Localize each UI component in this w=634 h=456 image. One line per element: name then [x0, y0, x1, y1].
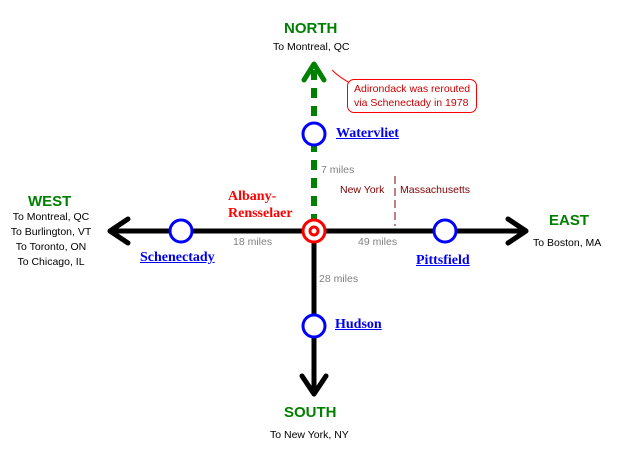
state-label-new-york: New York — [340, 184, 385, 196]
hub-label-line2: Rensselaer — [228, 206, 293, 221]
east-destination: To Boston, MA — [533, 237, 602, 249]
east-label: EAST — [549, 212, 590, 229]
distance-north: 7 miles — [321, 164, 355, 176]
north-arrow-icon — [301, 61, 327, 83]
hub-label-line1: Albany- — [228, 189, 277, 204]
station-marker-watervliet[interactable] — [301, 121, 327, 147]
station-marker-schenectady[interactable] — [168, 218, 194, 244]
west-arrow-icon — [107, 216, 131, 246]
west-destination: To Burlington, VT — [10, 226, 92, 238]
north-label: NORTH — [284, 20, 338, 37]
south-destination: To New York, NY — [270, 429, 349, 441]
west-destinations: To Montreal, QC To Burlington, VT To Tor… — [8, 210, 94, 270]
hub-marker-inner — [308, 225, 320, 237]
station-link-pittsfield[interactable]: Pittsfield — [416, 253, 470, 268]
state-label-massachusetts: Massachusetts — [400, 184, 471, 196]
distance-west: 18 miles — [233, 236, 273, 248]
west-destination: To Chicago, IL — [17, 256, 85, 268]
south-arrow-icon — [299, 373, 329, 397]
south-label: SOUTH — [284, 404, 337, 421]
reroute-note-line1: Adirondack was rerouted — [354, 83, 471, 95]
station-link-watervliet[interactable]: Watervliet — [336, 126, 399, 141]
west-destination: To Toronto, ON — [15, 241, 87, 253]
reroute-note: Adirondack was rerouted via Schenectady … — [347, 79, 478, 113]
station-link-hudson[interactable]: Hudson — [335, 317, 382, 332]
distance-south: 28 miles — [319, 273, 359, 285]
west-label: WEST — [28, 193, 72, 210]
east-arrow-icon — [505, 216, 529, 246]
station-link-schenectady[interactable]: Schenectady — [140, 250, 215, 265]
station-marker-hudson[interactable] — [301, 313, 327, 339]
distance-east: 49 miles — [358, 236, 398, 248]
station-marker-pittsfield[interactable] — [432, 218, 458, 244]
north-destination: To Montreal, QC — [273, 41, 350, 53]
reroute-note-line2: via Schenectady in 1978 — [354, 97, 469, 109]
hub-label: Albany- Rensselaer — [228, 188, 308, 222]
west-destination: To Montreal, QC — [12, 211, 90, 223]
